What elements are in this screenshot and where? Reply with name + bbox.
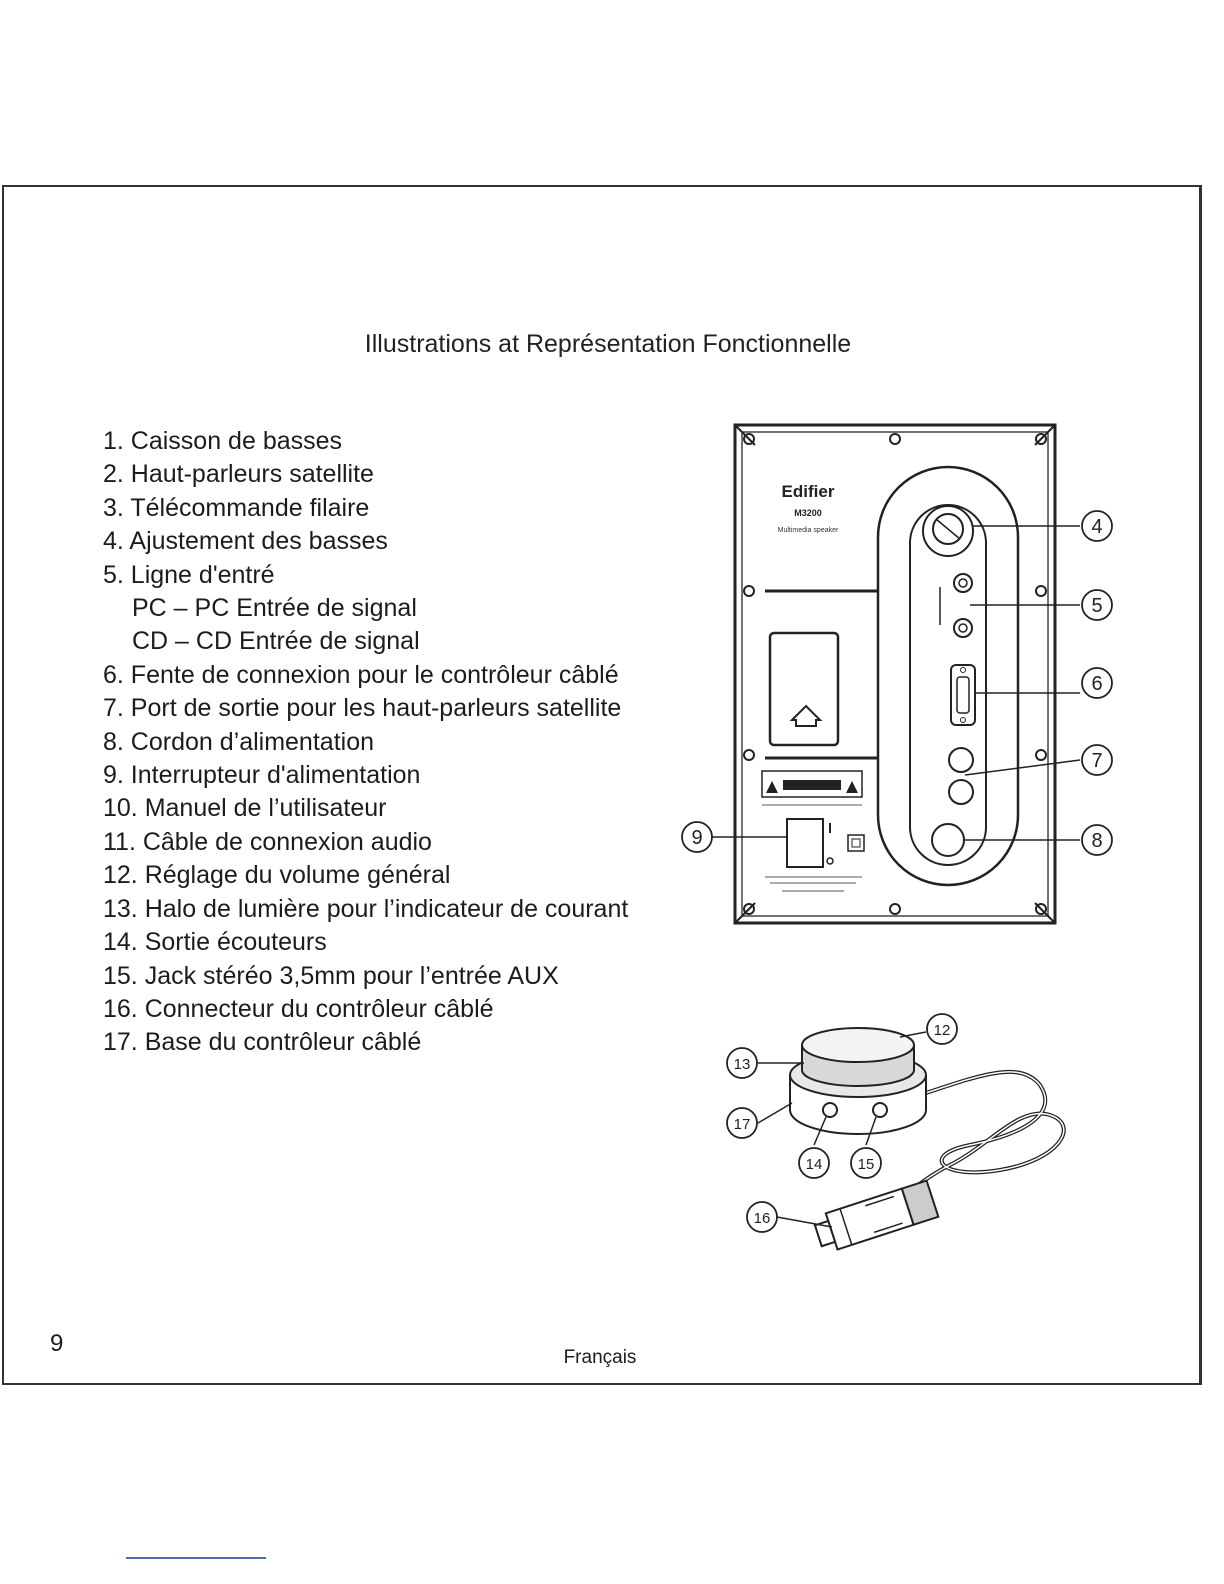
speaker-rear-panel-diagram: Edifier M3200 Multimedia speaker [681, 423, 1113, 925]
footer-language: Français [563, 1347, 637, 1368]
parts-list-item: 17. Base du contrôleur câblé [103, 1028, 422, 1057]
page-title: Illustrations at Représentation Fonction… [364, 330, 852, 358]
parts-list-item: CD – CD Entrée de signal [132, 627, 420, 656]
callout-15: 15 [858, 1156, 875, 1173]
model-label: M3200 [794, 508, 822, 518]
parts-list-item: 10. Manuel de l’utilisateur [103, 794, 387, 823]
callout-14: 14 [806, 1156, 823, 1173]
parts-list-item: 1. Caisson de basses [103, 427, 343, 455]
callout-7: 7 [1091, 750, 1102, 772]
callout-8: 8 [1091, 830, 1102, 852]
parts-list-item: 16. Connecteur du contrôleur câblé [103, 994, 494, 1023]
parts-list-item: 14. Sortie écouteurs [103, 928, 327, 957]
parts-list-item: 12. Réglage du volume général [103, 861, 451, 890]
page-frame [2, 185, 1202, 1385]
callout-17: 17 [734, 1116, 751, 1133]
parts-list-item: 5. Ligne d'entré [103, 560, 275, 589]
parts-list-item: 2. Haut-parleurs satellite [103, 460, 374, 489]
callout-16: 16 [754, 1210, 771, 1227]
brand-label: Edifier [782, 482, 835, 501]
parts-list: 1. Caisson de basses 2. Haut-parleurs sat… [103, 425, 628, 1060]
parts-list-item: PC – PC Entrée de signal [132, 594, 417, 623]
callout-5: 5 [1091, 595, 1102, 617]
parts-list-item: 8. Cordon d’alimentation [103, 727, 374, 756]
parts-list-item: 4. Ajustement des basses [103, 527, 388, 556]
parts-list-item: 15. Jack stéréo 3,5mm pour l’entrée AUX [103, 961, 559, 990]
parts-list-item: 9. Interrupteur d'alimentation [103, 761, 421, 790]
model-subtitle: Multimedia speaker [778, 527, 839, 534]
footer-rule [126, 1557, 266, 1559]
wired-controller-diagram: 12 13 17 14 15 16 [726, 1013, 1066, 1251]
page-number: 9 [50, 1330, 64, 1357]
parts-list-item: 7. Port de sortie pour les haut-parleurs… [103, 694, 622, 723]
parts-list-item: 6. Fente de connexion pour le contrôleur… [103, 660, 619, 689]
parts-list-item: 13. Halo de lumière pour l’indicateur de… [103, 894, 629, 923]
callout-13: 13 [734, 1056, 751, 1073]
callout-6: 6 [1091, 673, 1102, 695]
callout-4: 4 [1091, 516, 1102, 538]
callout-9: 9 [691, 827, 702, 849]
parts-list-item: 11. Câble de connexion audio [103, 827, 432, 856]
callout-12: 12 [934, 1022, 951, 1039]
parts-list-item: 3. Télécommande filaire [103, 493, 370, 522]
